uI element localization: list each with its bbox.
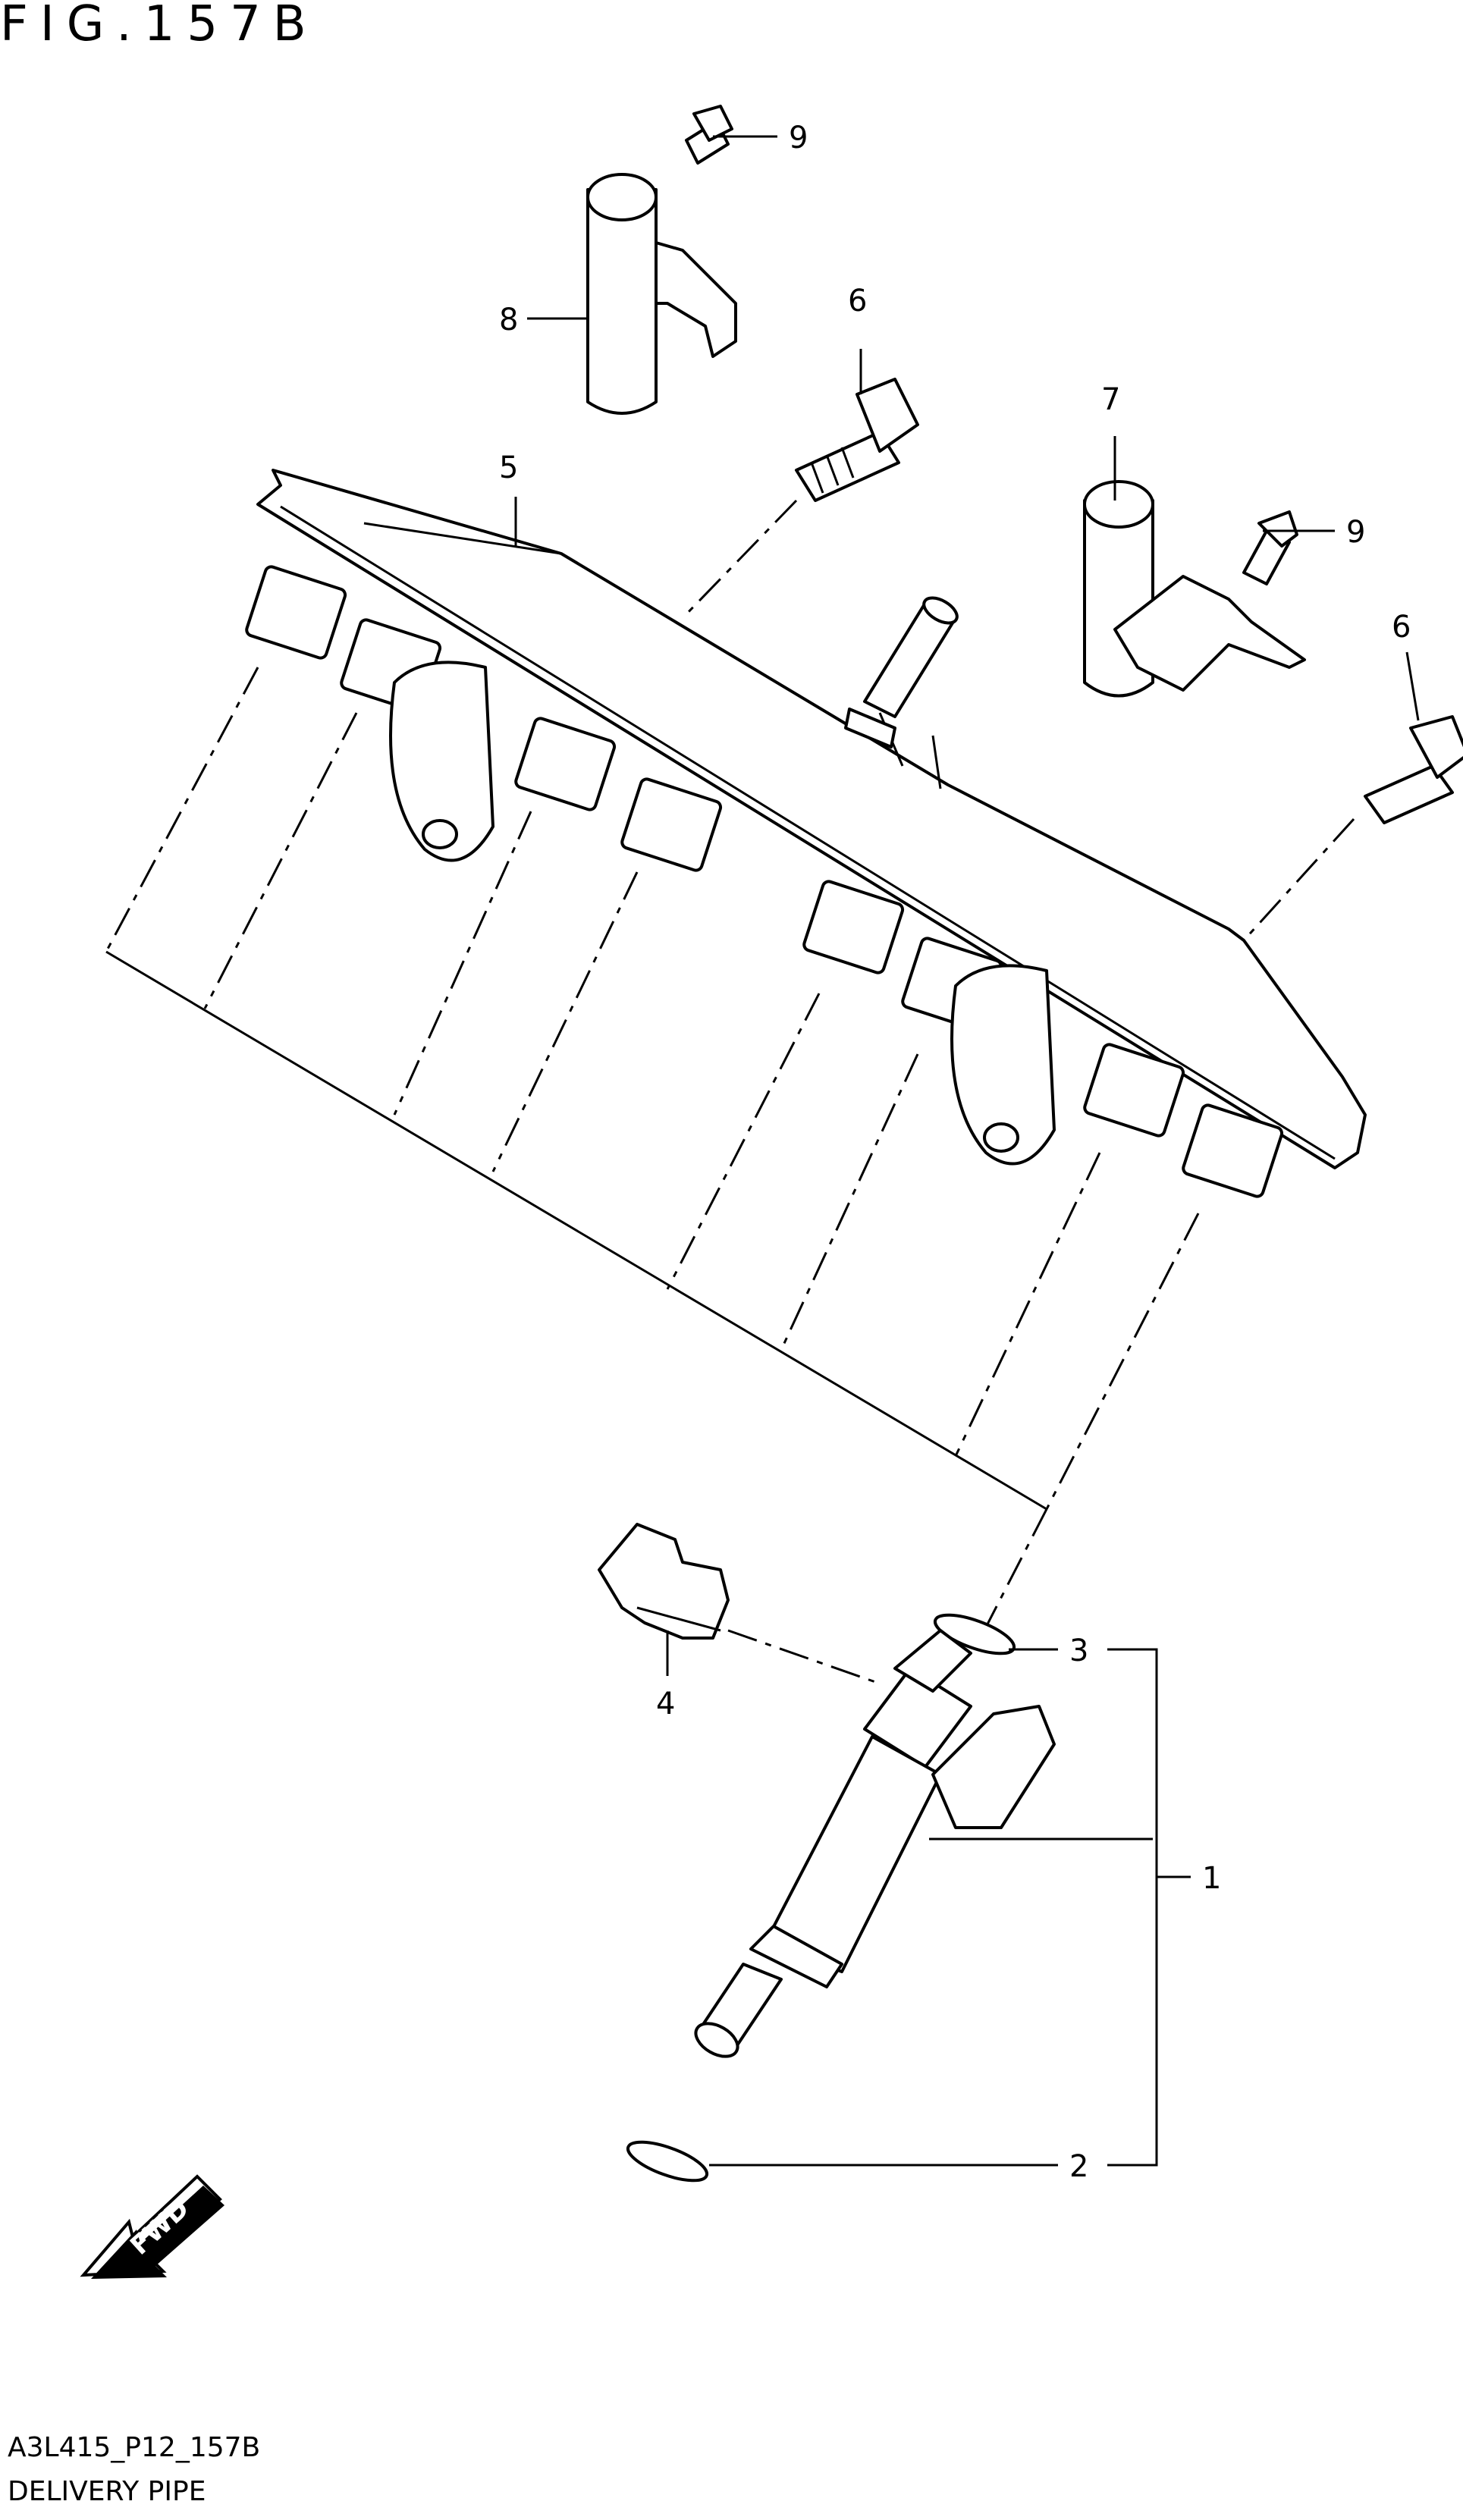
callout-6-right[interactable]: 6 [1392,610,1411,645]
injector-1-part[interactable] [690,1629,1056,2063]
callout-1[interactable]: 1 [1202,1861,1221,1896]
callout-2[interactable]: 2 [1069,2149,1088,2184]
callout-5[interactable]: 5 [499,450,518,485]
clip-4-part[interactable] [598,1523,730,1640]
callout-9-upper[interactable]: 9 [789,121,808,155]
callout-9-right[interactable]: 9 [1346,515,1365,550]
bolt-9-right-part[interactable] [1242,510,1298,585]
pipe-7-part[interactable] [1083,480,1306,698]
drawing-code: A3L415_P12_157B [8,2432,261,2463]
bolt-9-upper-part[interactable] [685,105,733,165]
callout-7[interactable]: 7 [1101,382,1120,417]
callout-4[interactable]: 4 [656,1687,675,1721]
callout-8[interactable]: 8 [499,303,518,337]
callout-3[interactable]: 3 [1069,1633,1088,1668]
fwd-arrow-icon: FWD [80,2174,224,2279]
bolt-6-upper-part[interactable] [795,378,919,502]
drawing-name: DELIVERY PIPE [8,2476,206,2507]
bolt-6-right-part[interactable] [1364,715,1463,824]
delivery-pipe-part[interactable] [245,469,1367,1198]
figure-title: FIG.157B [0,0,319,52]
callout-6-upper[interactable]: 6 [848,284,867,319]
o-ring-2-part[interactable] [623,2134,711,2188]
pipe-8-part[interactable] [586,173,737,415]
